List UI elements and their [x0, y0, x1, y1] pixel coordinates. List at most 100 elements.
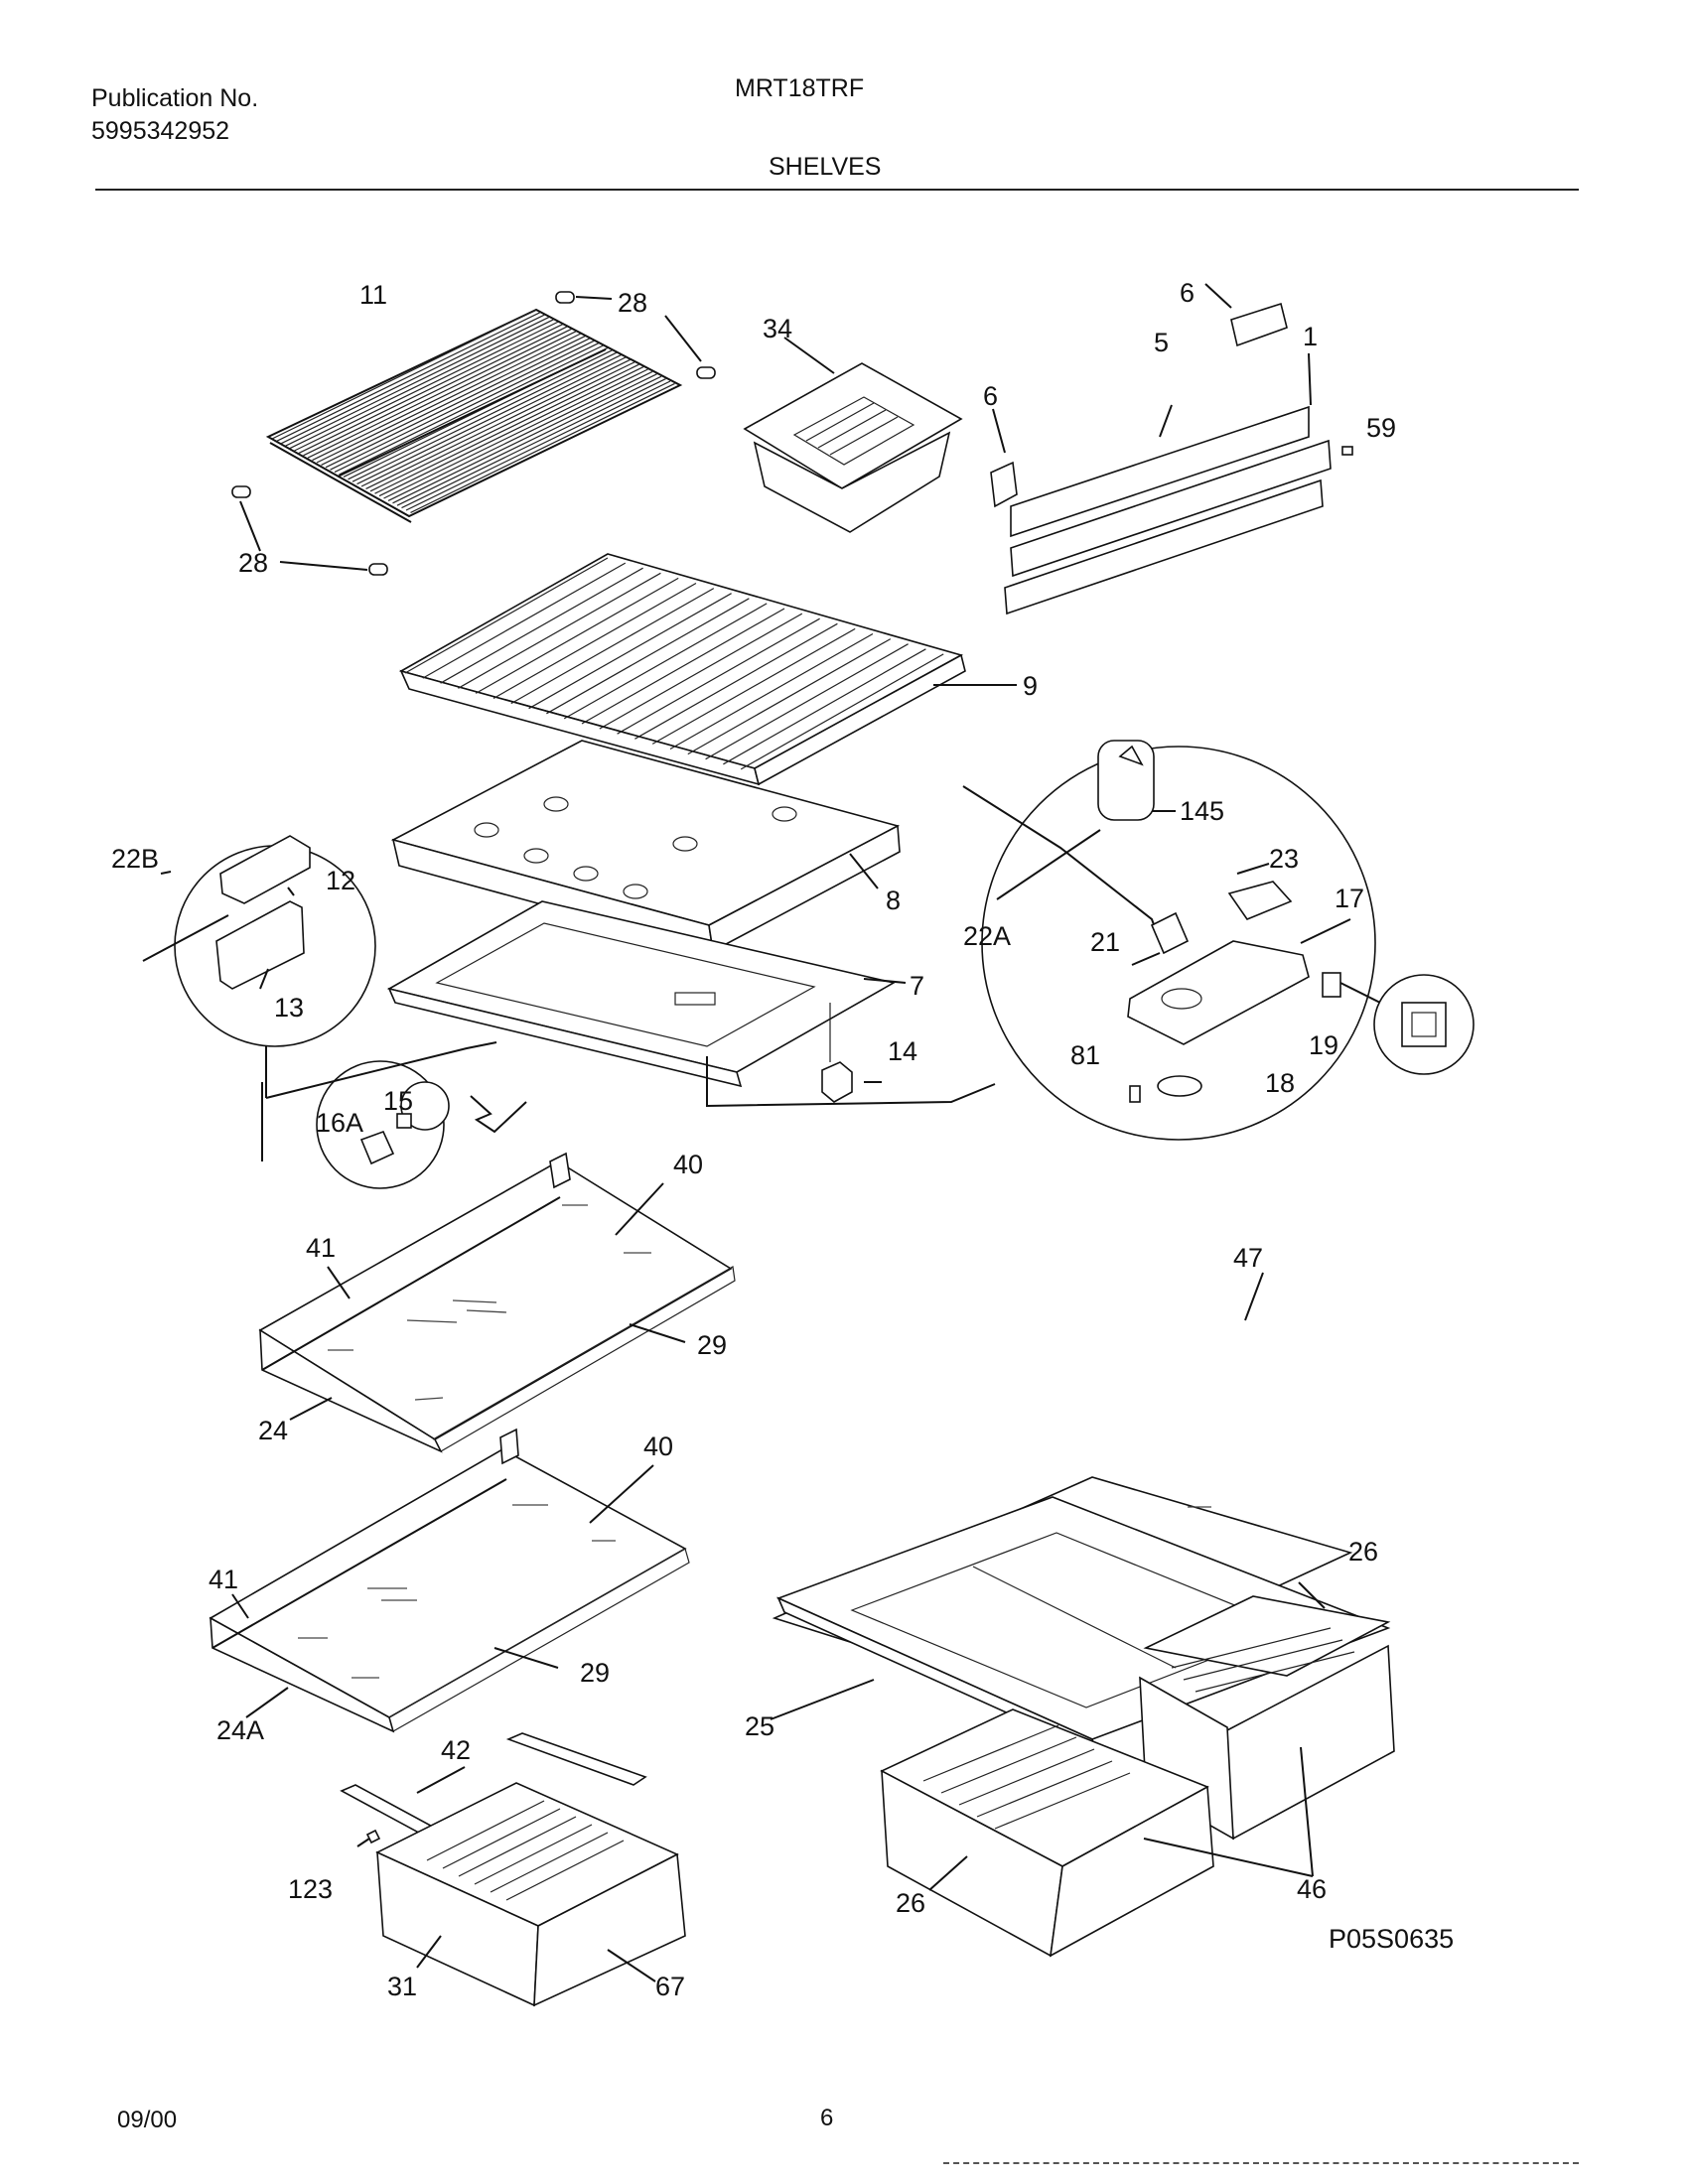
callout-6: 6: [983, 381, 998, 411]
footer-page-number: 6: [820, 2105, 834, 2131]
wire-rail: [348, 349, 613, 480]
trim-assembly-part-5: [990, 283, 1353, 615]
crisper-cover-part-9: [398, 553, 1017, 786]
callout-24: 24: [258, 1416, 288, 1445]
wire-rail: [325, 338, 591, 469]
cover-rib: [651, 627, 856, 745]
control-detail-circle-left: [142, 835, 497, 1099]
callout-31: 31: [387, 1972, 417, 2001]
callout-81: 81: [1070, 1040, 1100, 1070]
callout-8: 8: [886, 886, 901, 915]
cover-rib: [723, 648, 926, 765]
wire-rail: [298, 323, 564, 454]
header-rule: [95, 189, 1579, 191]
callout-22a: 22A: [963, 921, 1011, 951]
cover-rib: [705, 643, 909, 760]
wire-rail: [289, 319, 555, 450]
wire-rail: [392, 373, 657, 504]
callout-40: 40: [643, 1432, 673, 1461]
callout-16a: 16A: [316, 1108, 363, 1138]
wire-rail: [383, 368, 648, 499]
wire-rail: [321, 335, 586, 466]
cover-rib: [422, 562, 627, 679]
callout-11: 11: [359, 280, 387, 310]
wire-rail: [401, 378, 666, 509]
cover-rib: [599, 613, 803, 730]
callout-19: 19: [1309, 1030, 1338, 1060]
cover-rib: [687, 638, 892, 755]
callout-47: 47: [1233, 1243, 1263, 1273]
control-detail-circle-right: [706, 740, 1475, 1141]
callout-5: 5: [1154, 328, 1169, 357]
wire-shelf-part-11: [265, 308, 683, 523]
cover-rib: [475, 577, 679, 694]
callout-26: 26: [1348, 1537, 1378, 1567]
dairy-bin-part-34: [743, 337, 963, 533]
cover-rib: [404, 557, 609, 674]
callout-17: 17: [1335, 884, 1364, 913]
cover-rib: [510, 588, 715, 705]
callout-28: 28: [238, 548, 268, 578]
tray-part-8: [390, 740, 901, 953]
wire-rail: [271, 309, 537, 440]
callout-18: 18: [1265, 1068, 1295, 1098]
wire-rail: [410, 382, 675, 513]
wire-rail: [352, 351, 618, 482]
callout-14: 14: [888, 1036, 917, 1066]
footer-date: 09/00: [117, 2107, 178, 2133]
wire-rail: [360, 356, 627, 487]
wire-rail: [276, 311, 541, 442]
callout-25: 25: [745, 1711, 774, 1741]
wire-rail: [294, 321, 559, 452]
wire-rail: [378, 366, 644, 497]
callout-40: 40: [673, 1150, 703, 1179]
wire-rail: [365, 358, 631, 489]
footer-scan-line: [943, 2162, 1579, 2164]
callout-13: 13: [274, 993, 304, 1023]
frame-part-7: [386, 900, 907, 1088]
publication-number: 5995342952: [91, 117, 230, 145]
cover-rib: [458, 572, 661, 689]
callout-41: 41: [306, 1233, 336, 1263]
callout-12: 12: [326, 866, 355, 895]
wire-rail: [334, 342, 600, 474]
wire-rail: [312, 331, 577, 462]
drawer-front-leaders-part-46: [1143, 1746, 1314, 1877]
callout-42: 42: [441, 1735, 471, 1765]
drawing-code: P05S0635: [1329, 1924, 1455, 1954]
wire-rail: [307, 328, 573, 459]
publication-label: Publication No.: [91, 84, 259, 112]
wire-rail: [303, 326, 568, 457]
light-detail-circle: [261, 1060, 527, 1189]
callout-23: 23: [1269, 844, 1299, 874]
callout-7: 7: [910, 971, 924, 1001]
callout-21: 21: [1090, 927, 1120, 957]
model-number: MRT18TRF: [735, 74, 865, 102]
callout-123: 123: [288, 1874, 333, 1904]
end-cap-part-28: [231, 291, 716, 576]
crisper-drawer-left-part-26: [880, 1708, 1214, 1958]
glass-shelf-lower: [209, 1428, 690, 1733]
wire-rail: [405, 380, 671, 511]
small-crisper-part-31: [340, 1732, 686, 2007]
cover-rib: [669, 632, 874, 751]
callout-46: 46: [1297, 1874, 1327, 1904]
callout-28: 28: [618, 288, 647, 318]
cover-rib: [440, 567, 643, 684]
callout-24a: 24A: [216, 1715, 264, 1745]
wire-rail: [369, 361, 635, 492]
wire-rail: [356, 354, 622, 485]
section-title: SHELVES: [769, 153, 882, 181]
callout-34: 34: [763, 314, 792, 343]
wire-rail: [316, 333, 582, 464]
wire-rail: [285, 316, 550, 447]
wire-rail: [280, 314, 546, 445]
callout-59: 59: [1366, 413, 1396, 443]
glass-shelf-upper: [258, 1152, 736, 1453]
wire-rail: [396, 375, 662, 506]
callout-22b: 22B: [111, 844, 159, 874]
callout-26: 26: [896, 1888, 925, 1918]
cover-rib: [563, 603, 768, 720]
cover-rib: [581, 608, 785, 725]
